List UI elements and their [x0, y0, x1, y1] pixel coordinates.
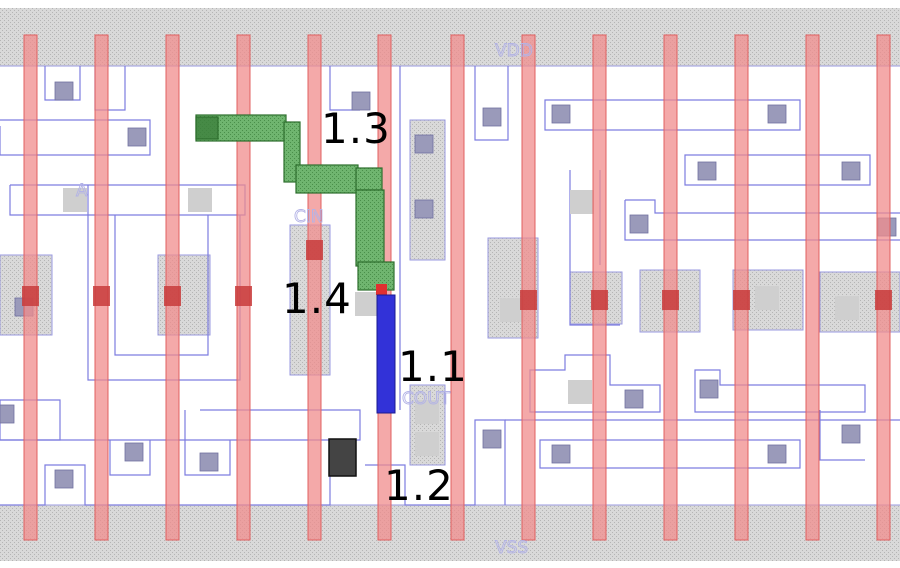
net-label-vss: VSS — [495, 538, 528, 558]
annotation-1-4: 1.4 — [282, 274, 352, 323]
contact — [482, 107, 502, 127]
contact — [629, 214, 649, 234]
metal1-outline — [0, 119, 151, 156]
contact — [54, 469, 74, 489]
poly-gate — [805, 34, 820, 541]
contact — [699, 379, 719, 399]
pad — [755, 286, 779, 310]
gate-contact — [875, 290, 892, 310]
poly-gate — [450, 34, 465, 541]
metal1-outline — [0, 440, 331, 506]
poly-gate — [521, 34, 536, 541]
contact — [841, 424, 861, 444]
metal1-outline — [529, 354, 661, 413]
pad — [415, 400, 439, 424]
pad — [188, 188, 212, 212]
gate-contact — [520, 290, 537, 310]
contact — [551, 444, 571, 464]
metal1-outline — [544, 99, 801, 131]
contact — [482, 429, 502, 449]
highlight-metal-segment — [376, 294, 396, 414]
contact — [351, 91, 371, 111]
annotation-1-2: 1.2 — [384, 461, 454, 510]
metal1-outline — [184, 410, 231, 476]
contact — [624, 389, 644, 409]
poly-gate — [876, 34, 891, 541]
contact — [841, 161, 861, 181]
metal1-outline — [819, 410, 865, 461]
contact — [697, 161, 717, 181]
gate-contact — [235, 286, 252, 306]
highlight-via-red — [376, 284, 387, 295]
contact — [54, 81, 74, 101]
vdd-rail — [0, 8, 900, 66]
gate-contact — [591, 290, 608, 310]
contact — [414, 134, 434, 154]
gate-contact — [164, 286, 181, 306]
gate-contact — [306, 240, 323, 260]
net-label-a: A — [76, 181, 88, 201]
net-label-cin: CIN — [294, 207, 324, 227]
gate-contact — [662, 290, 679, 310]
highlight-segment — [295, 164, 359, 194]
contact — [767, 104, 787, 124]
metal1-outline — [114, 215, 209, 356]
poly-gate — [307, 34, 322, 541]
contact — [767, 444, 787, 464]
pad-layer — [63, 188, 859, 456]
pad — [415, 432, 439, 456]
contact — [551, 104, 571, 124]
contact — [0, 404, 15, 424]
gate-contact — [22, 286, 39, 306]
highlight-via-dark — [328, 438, 357, 477]
annotation-1-3: 1.3 — [321, 104, 391, 153]
gate-contact — [733, 290, 750, 310]
poly-gate — [663, 34, 678, 541]
net-label-vdd: VDD — [495, 41, 533, 61]
highlight-segment — [355, 167, 383, 191]
highlight-segment — [195, 116, 219, 140]
pad — [63, 188, 87, 212]
poly-gate — [592, 34, 607, 541]
contact — [127, 127, 147, 147]
highlight-path — [195, 114, 395, 291]
gate-contacts — [22, 240, 892, 310]
pad — [835, 296, 859, 320]
contact — [124, 442, 144, 462]
contact — [414, 199, 434, 219]
pad — [568, 380, 592, 404]
metal1-outline — [539, 439, 801, 469]
pad — [570, 190, 594, 214]
net-label-cout: COUT — [402, 389, 451, 409]
metal1-outline — [694, 369, 866, 413]
contact — [199, 452, 219, 472]
metal1-outline — [109, 440, 151, 476]
metal1-outline — [474, 66, 509, 141]
vss-rail — [0, 505, 900, 561]
gate-contact — [93, 286, 110, 306]
metal1-outline — [329, 66, 360, 111]
poly-gate — [734, 34, 749, 541]
contact-layer — [0, 81, 897, 489]
metal1-outline — [0, 409, 361, 441]
annotation-1-1: 1.1 — [398, 342, 468, 391]
highlight-segment — [355, 189, 385, 267]
pad — [355, 292, 379, 316]
